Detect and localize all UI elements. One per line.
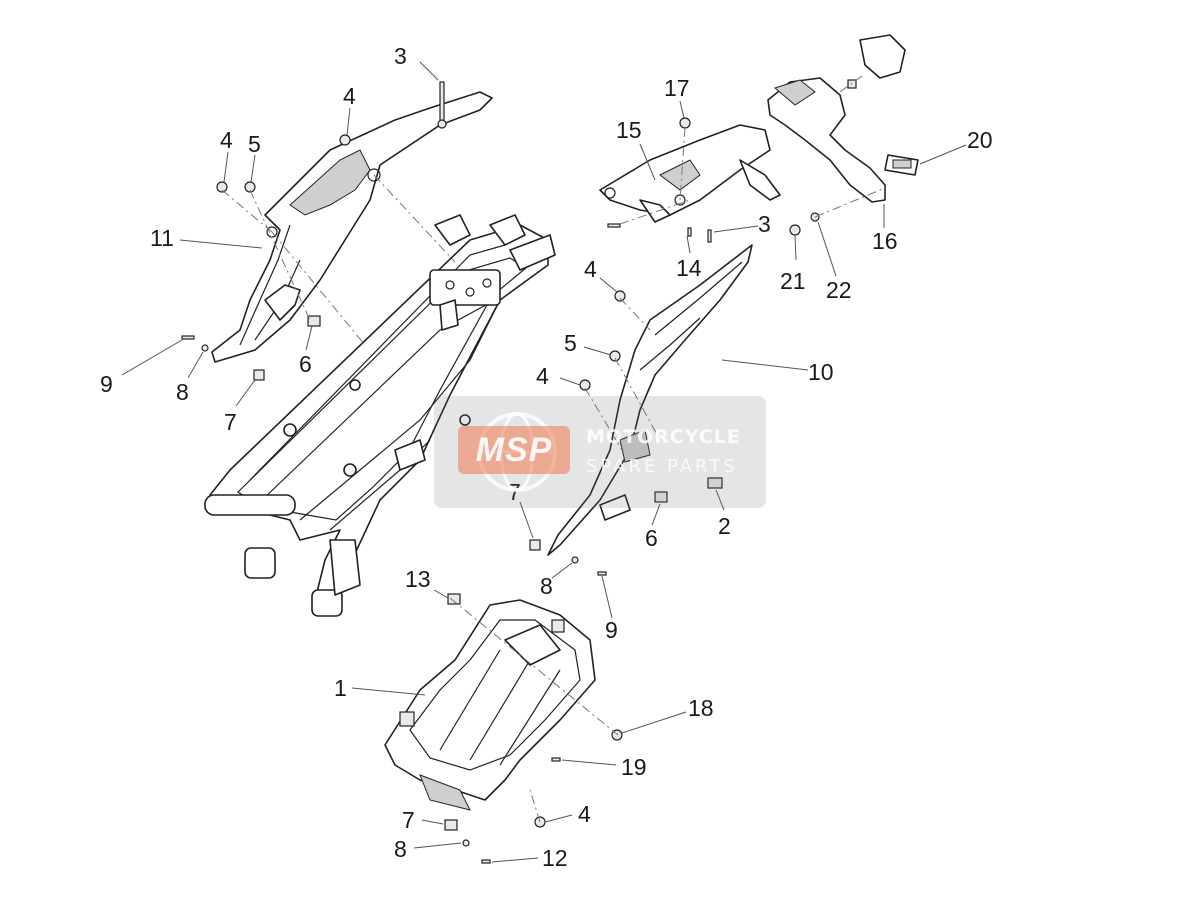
callout-10: 10	[808, 359, 834, 385]
callout-8-mid: 8	[540, 573, 553, 599]
callout-7-left: 7	[224, 409, 237, 435]
reflector	[884, 154, 919, 176]
callout-22: 22	[826, 277, 852, 303]
assembly-lines	[221, 75, 886, 823]
hardware-fasteners	[181, 81, 820, 864]
callout-17: 17	[664, 75, 690, 101]
callout-19: 19	[621, 754, 647, 780]
rear-subframe	[204, 214, 556, 617]
callout-8-left: 8	[176, 379, 189, 405]
right-side-panel	[547, 244, 753, 556]
license-plate-bracket	[767, 34, 906, 203]
callout-14: 14	[676, 255, 702, 281]
callout-5-mid: 5	[564, 330, 577, 356]
callout-8-bottom: 8	[394, 836, 407, 862]
rear-undertray	[384, 599, 596, 811]
callout-4-bottom: 4	[578, 801, 591, 827]
callout-9-left: 9	[100, 371, 113, 397]
callout-15: 15	[616, 117, 642, 143]
callout-11: 11	[150, 225, 174, 251]
watermark-line-2: SPARE PARTS	[586, 456, 738, 477]
left-side-panel	[211, 91, 493, 363]
callout-4-mid: 4	[536, 363, 549, 389]
callout-7-bottom: 7	[402, 807, 415, 833]
callout-3-right: 3	[758, 211, 771, 237]
callout-6-left: 6	[299, 351, 312, 377]
callout-16: 16	[872, 228, 898, 254]
callout-13: 13	[405, 566, 431, 592]
callout-5-left: 5	[248, 131, 261, 157]
rear-mudguard-plate-holder	[599, 124, 781, 223]
callout-numbers: 1 2 3 3 4 4 4 4 4 5 5 6 6 7 7 7 8 8 8 9 …	[100, 43, 993, 871]
callout-4-left: 4	[220, 127, 233, 153]
callout-4-mid-upper: 4	[584, 256, 597, 282]
callout-20: 20	[967, 127, 993, 153]
callout-21: 21	[780, 268, 806, 294]
callout-12: 12	[542, 845, 568, 871]
watermark-logo-mark: MSP	[458, 426, 570, 474]
leader-lines	[121, 61, 967, 863]
watermark-line-1: MOTORCYCLE	[586, 426, 741, 448]
callout-3-top: 3	[394, 43, 407, 69]
callout-6-mid: 6	[645, 525, 658, 551]
callout-1: 1	[334, 675, 347, 701]
callout-2: 2	[718, 513, 731, 539]
callout-18: 18	[688, 695, 714, 721]
callout-9-mid: 9	[605, 617, 618, 643]
callout-4-top: 4	[343, 83, 356, 109]
